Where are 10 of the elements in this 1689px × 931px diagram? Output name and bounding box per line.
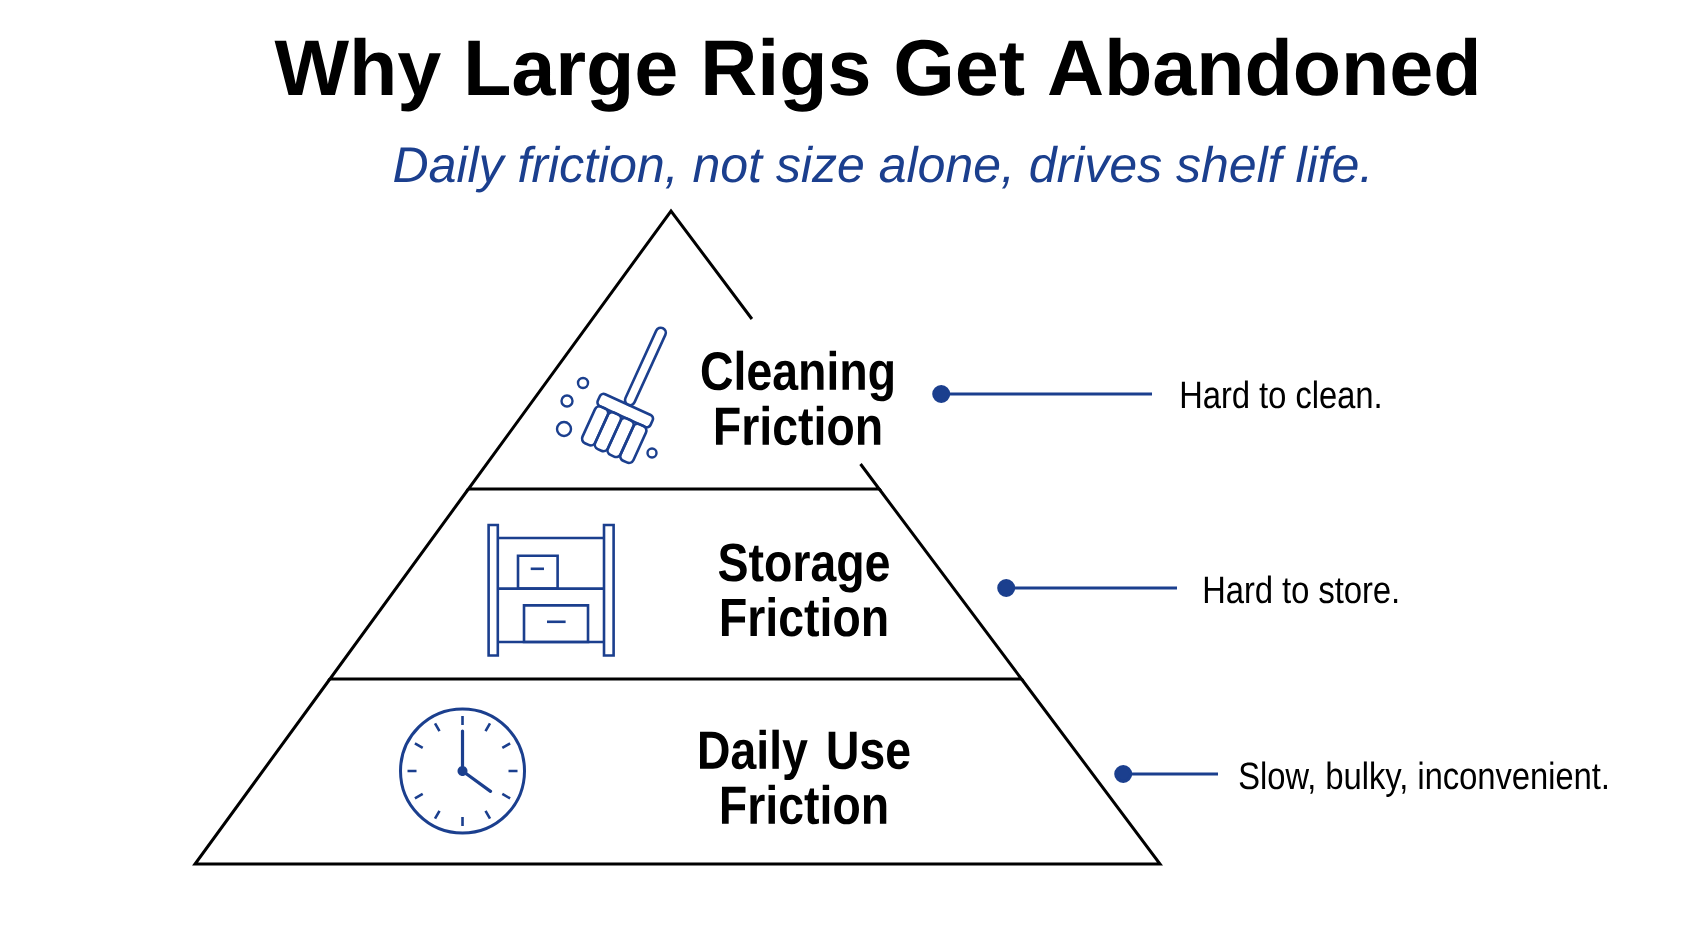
callout-text: Hard to store.	[1204, 575, 1398, 604]
pyramid-tier: Daily Use Friction	[192, 678, 1163, 866]
pyramid-tier: Cleaning Friction	[465, 208, 893, 491]
callout-text: Slow, bulky, inconvenient.	[1239, 761, 1607, 797]
pyramid-tier: Storage Friction	[326, 488, 1025, 681]
callout-text: Hard to clean.	[1181, 380, 1380, 409]
title: Why Large Rigs Get Abandoned	[274, 37, 1477, 112]
leader-line	[997, 579, 1177, 597]
leader-line	[932, 385, 1152, 403]
leader-line	[1114, 765, 1218, 783]
